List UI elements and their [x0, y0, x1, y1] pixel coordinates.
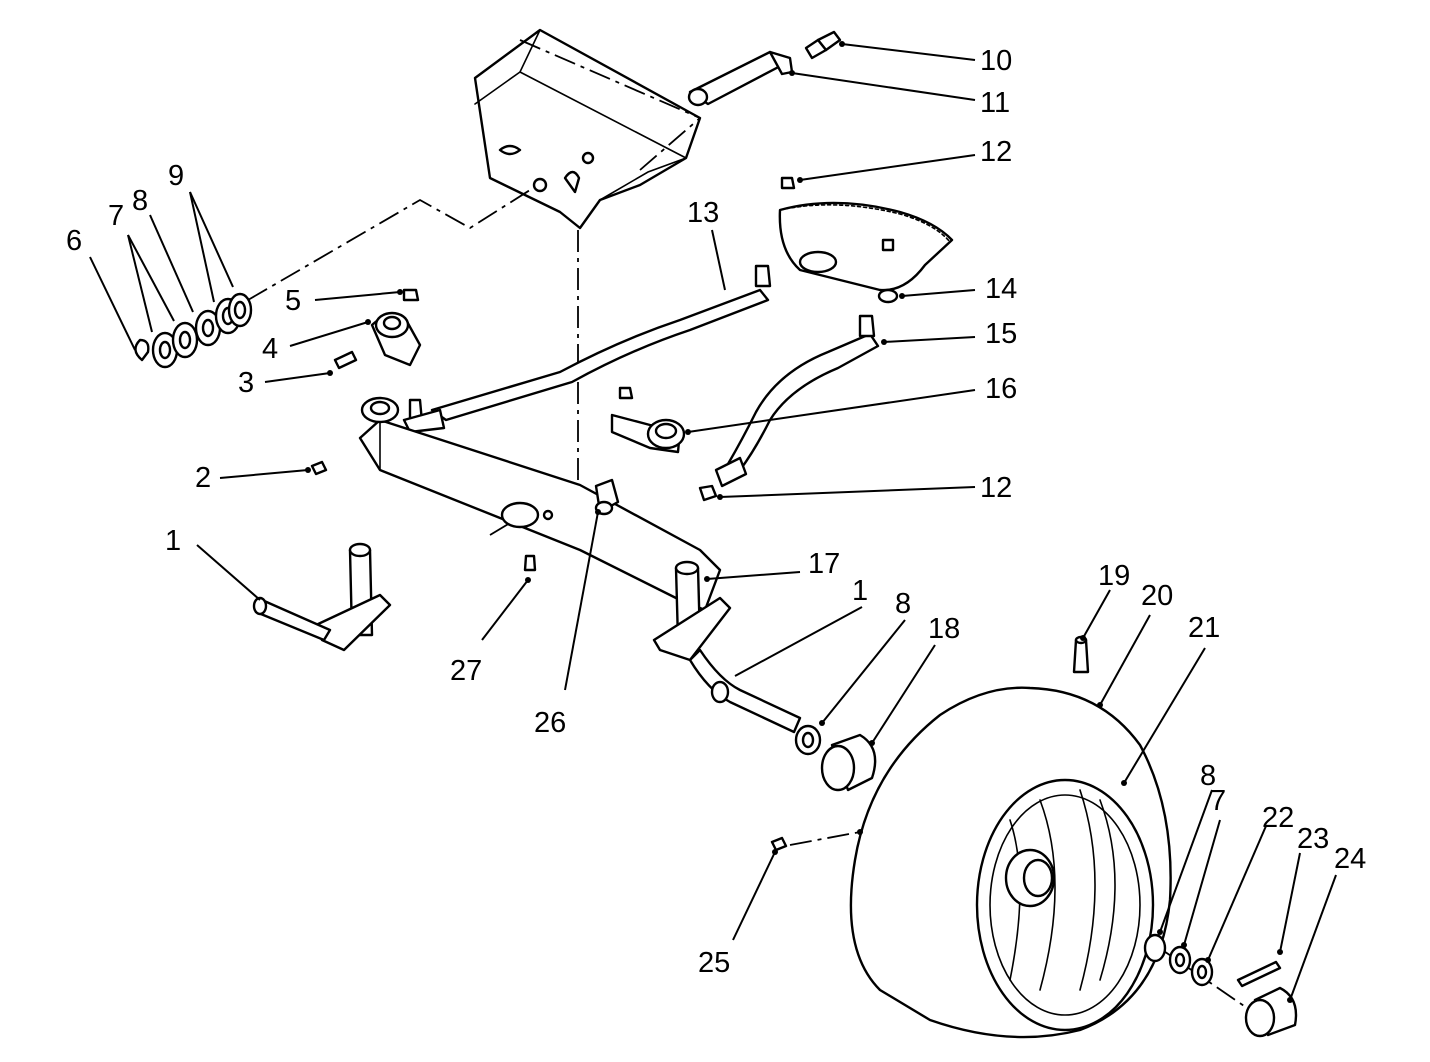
callout-8-spacer: 8 — [895, 588, 911, 620]
callout-18: 18 — [928, 613, 960, 645]
callout-12-top: 12 — [980, 136, 1012, 168]
callout-23: 23 — [1297, 823, 1329, 855]
steering-pin-11 — [687, 50, 794, 107]
callout-5: 5 — [285, 285, 301, 317]
callout-21: 21 — [1188, 612, 1220, 644]
ball-joint-26 — [594, 478, 620, 516]
drag-link-13 — [402, 264, 772, 434]
pivot-bracket-4 — [370, 311, 422, 367]
callout-9: 9 — [168, 160, 184, 192]
callout-1-left: 1 — [165, 525, 181, 557]
nut-5 — [402, 288, 420, 302]
steering-gear-sector — [778, 176, 954, 304]
callout-8-hub: 8 — [1200, 760, 1216, 792]
callout-3: 3 — [238, 367, 254, 399]
callout-7-left: 7 — [108, 200, 124, 232]
callout-labels: 1 1 2 3 4 5 6 7 7 8 8 8 9 10 11 12 12 13… — [66, 45, 1366, 979]
callout-13: 13 — [687, 197, 719, 229]
callout-27: 27 — [450, 655, 482, 687]
callout-16: 16 — [985, 373, 1017, 405]
callout-10: 10 — [980, 45, 1012, 77]
pin-3 — [333, 350, 358, 370]
callout-15: 15 — [985, 318, 1017, 350]
tie-rod-15 — [714, 314, 880, 488]
spindle-left — [252, 542, 392, 652]
callout-2: 2 — [195, 462, 211, 494]
frame-bracket — [473, 28, 702, 230]
callout-1-right: 1 — [852, 575, 868, 607]
grease-fitting-2 — [310, 460, 328, 476]
callout-11: 11 — [980, 87, 1010, 119]
bolt-27 — [523, 554, 537, 572]
callout-14: 14 — [985, 273, 1017, 305]
callout-19: 19 — [1098, 560, 1130, 592]
washer-stack-6-9 — [134, 292, 253, 369]
callout-22: 22 — [1262, 802, 1294, 834]
wheel-tire-assembly — [849, 686, 1172, 1039]
callout-4: 4 — [262, 333, 278, 365]
spacer-8 — [794, 724, 822, 756]
callout-26: 26 — [534, 707, 566, 739]
callout-17: 17 — [808, 548, 840, 580]
front-axle-beam — [358, 396, 722, 612]
nut-12-lower — [698, 484, 718, 502]
valve-stem-19 — [1072, 635, 1090, 674]
steering-arm-16 — [610, 386, 686, 454]
callout-12-bottom: 12 — [980, 472, 1012, 504]
spindle-right — [652, 560, 802, 734]
leader-dots — [305, 41, 1293, 1003]
callout-7-right: 7 — [1210, 785, 1226, 817]
callout-25: 25 — [698, 947, 730, 979]
bushing-18 — [820, 733, 877, 792]
hub-hardware — [770, 836, 1298, 1038]
callout-8-left: 8 — [132, 185, 148, 217]
leader-lines — [89, 43, 1337, 1001]
callout-6: 6 — [66, 225, 82, 257]
callout-20: 20 — [1141, 580, 1173, 612]
callout-24: 24 — [1334, 843, 1366, 875]
bolt-10 — [804, 30, 842, 60]
